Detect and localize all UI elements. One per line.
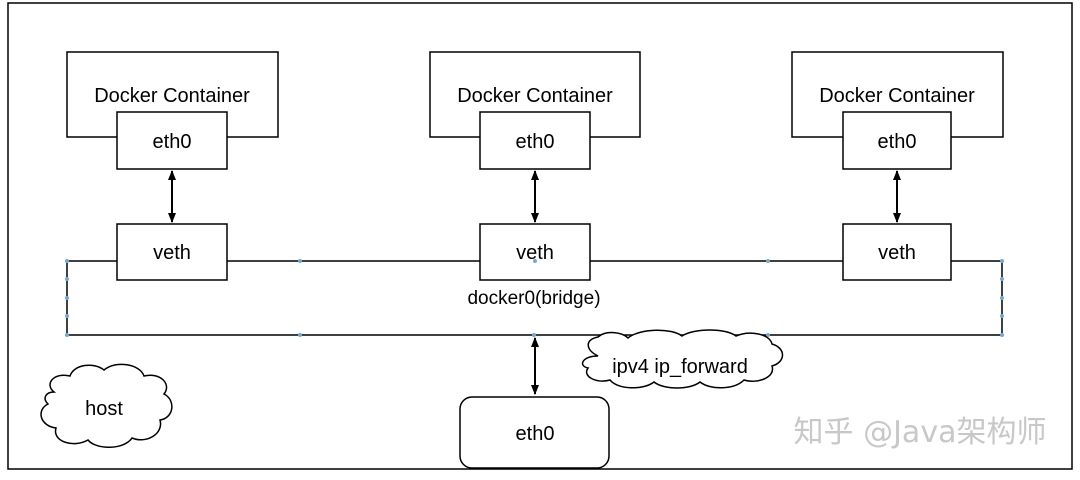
veth-label: veth [516,242,554,264]
connection-point [533,259,537,263]
ip-forward-label: ipv4 ip_forward [612,356,748,378]
veth-box [842,223,952,281]
host-cloud-icon [40,363,173,448]
docker-container-2: Docker Container eth0 veth [429,51,641,281]
bridge-selection-handles [65,259,1004,337]
ip-forward-cloud-icon [581,329,784,389]
eth0-box [116,111,228,170]
eth0-box [842,111,952,170]
watermark: 知乎 @Java架构师 [794,415,1047,450]
veth-label: veth [878,242,916,264]
eth0-label: eth0 [516,131,555,153]
container-title: Docker Container [94,85,250,107]
eth0-box [479,111,591,170]
eth0-label: eth0 [878,131,917,153]
container-title: Docker Container [457,85,613,107]
docker-container-3: Docker Container eth0 veth [791,51,1004,281]
host-eth0-label: eth0 [516,423,555,445]
host-label: host [85,398,123,420]
host-frame [7,2,1073,470]
eth0-label: eth0 [153,131,192,153]
bridge-label: docker0(bridge) [467,288,600,309]
host-eth0-box [459,396,610,469]
container-title: Docker Container [819,85,975,107]
veth-box [479,223,591,281]
veth-box [116,223,228,281]
veth-label: veth [153,242,191,264]
docker-container-1: Docker Container eth0 veth [66,51,279,281]
